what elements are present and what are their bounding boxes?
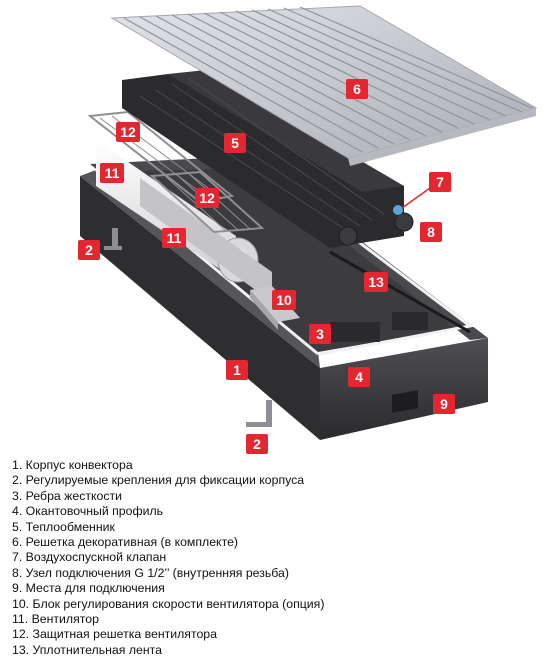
badge-6: 6 [346,79,368,99]
stiffening-ribs [330,312,428,342]
legend-item: 12. Защитная решетка вентилятора [12,627,217,642]
svg-text:7: 7 [436,174,444,190]
legend-item: 7. Воздухоспускной клапан [12,550,167,565]
badge-11-bottom: 11 [162,228,186,248]
badge-5: 5 [224,133,246,153]
svg-text:8: 8 [427,224,435,240]
badge-12-top: 12 [116,122,140,142]
legend-item: 10. Блок регулирования скорости вентилят… [12,596,325,611]
seal-tape [329,250,471,334]
legend-item: 1. Корпус конвектора [12,458,133,472]
badge-11-top: 11 [100,163,124,183]
svg-text:10: 10 [276,292,292,308]
fan-units [96,140,272,302]
badge-9: 9 [433,394,455,414]
legend-item: 6. Решетка декоративная (в комплекте) [12,535,238,550]
svg-text:9: 9 [440,396,448,412]
convector-diagram: 6 5 12 11 12 11 2 7 8 13 10 3 1 4 9 2 [78,5,538,454]
badge-2-bottom: 2 [246,434,268,454]
svg-text:5: 5 [231,135,239,151]
badge-7: 7 [429,172,451,192]
legend-item: 5. Теплообменник [12,519,115,534]
legend-item: 11. Вентилятор [12,612,99,627]
legend-item: 13. Уплотнительная лента [12,642,162,657]
badge-10: 10 [272,290,296,310]
badge-12-bottom: 12 [195,188,219,208]
badge-4: 4 [348,367,370,387]
decorative-grille [110,5,538,166]
svg-text:3: 3 [316,326,324,342]
legend-item: 8. Узел подключения G 1/2’’ (внутренняя … [12,565,289,580]
svg-text:1: 1 [233,362,241,378]
svg-text:12: 12 [120,124,136,140]
fan-guard-grilles [87,110,265,234]
svg-text:11: 11 [105,165,120,181]
parts-legend: 1. Корпус конвектора 2. Регулируемые кре… [12,458,552,658]
svg-text:12: 12 [199,190,215,206]
legend-item: 2. Регулируемые крепления для фиксации к… [12,473,305,488]
heat-exchanger [122,70,414,248]
badge-1: 1 [226,360,248,380]
svg-text:6: 6 [353,81,361,97]
svg-text:13: 13 [368,274,384,290]
legend-item: 9. Места для подключения [12,581,165,596]
legend-item: 4. Окантовочный профиль [12,504,164,519]
legend-item: 3. Ребра жесткости [12,488,123,503]
badge-8: 8 [420,222,442,242]
svg-text:4: 4 [355,369,363,385]
adjustable-mounts [104,228,272,427]
badge-3: 3 [309,324,331,344]
svg-text:11: 11 [167,230,182,246]
convector-body [80,156,488,440]
badge-13: 13 [364,272,388,292]
svg-text:2: 2 [253,436,261,452]
badge-2-left: 2 [78,240,100,260]
svg-text:2: 2 [85,242,93,258]
